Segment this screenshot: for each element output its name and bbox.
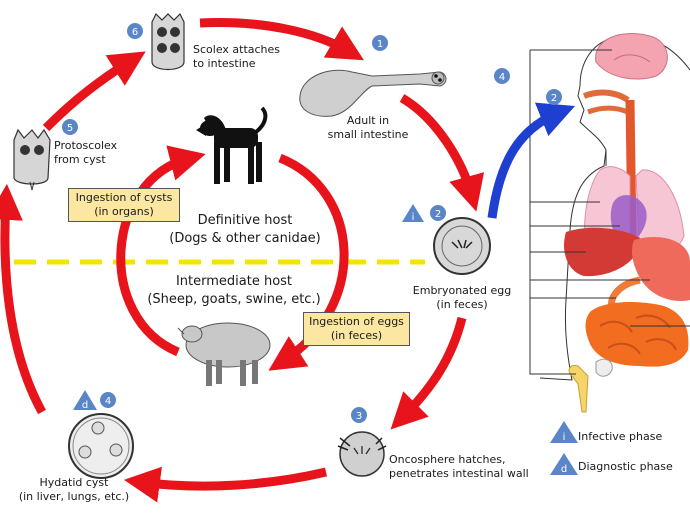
infective-marker-egg-letter: i xyxy=(412,212,415,223)
step-6-number: 6 xyxy=(132,27,138,38)
legend-infective-symbol: i xyxy=(563,432,566,443)
arrow-1-to-2 xyxy=(399,94,485,212)
protoscolex-icon xyxy=(13,128,51,191)
stage-2-label-line1: Embryonated egg xyxy=(413,284,511,297)
step-1-circle xyxy=(372,35,388,51)
ingestion-eggs-box: Ingestion of eggs (in feces) xyxy=(303,312,410,346)
stage-4-label-line1: Hydatid cyst xyxy=(40,476,110,489)
step-5-circle xyxy=(62,119,78,135)
step-2-circle xyxy=(430,205,446,221)
stage-1-label-line2: small intestine xyxy=(328,128,409,141)
stage-6-label-line2: to intestine xyxy=(193,57,256,70)
step-4-number: 4 xyxy=(105,396,111,407)
stage-5-label-line2: from cyst xyxy=(54,153,106,166)
arrow-4-to-5 xyxy=(0,183,46,415)
ingestion-eggs-line1: Ingestion of eggs xyxy=(309,315,404,328)
egg-icon xyxy=(433,217,491,275)
legend-infective-label: Infective phase xyxy=(578,430,662,443)
step-4-circle xyxy=(100,392,116,408)
oncosphere-icon xyxy=(337,431,387,477)
inner-arrow-cysts-to-dog xyxy=(116,145,206,357)
human-anatomy-icon xyxy=(529,33,690,413)
arrow-2-to-3 xyxy=(390,316,467,430)
adult-tapeworm-icon xyxy=(299,69,447,117)
step-1-number: 1 xyxy=(377,39,383,50)
arrow-5-to-6 xyxy=(42,51,146,132)
arrow-3-to-4 xyxy=(123,466,328,503)
human-step-4-number: 4 xyxy=(499,72,505,83)
stage-5-label-line1: Protoscolex xyxy=(54,139,118,152)
scolex-icon xyxy=(151,12,185,71)
intermediate-host-title: Intermediate host xyxy=(176,274,292,289)
stage-3-label-line1: Oncosphere hatches, xyxy=(389,453,505,466)
arrow-egg-to-human xyxy=(487,102,576,219)
legend: i Infective phase d Diagnostic phase xyxy=(550,421,673,475)
definitive-host-subtitle: (Dogs & other canidae) xyxy=(169,231,320,246)
stage-3-label-line2: penetrates intestinal wall xyxy=(389,467,529,480)
legend-diagnostic-symbol: d xyxy=(561,464,567,475)
infective-marker-egg xyxy=(402,204,424,222)
diagnostic-marker-cyst xyxy=(73,390,97,410)
ingestion-cysts-line1: Ingestion of cysts xyxy=(75,191,173,204)
human-step-4-circle xyxy=(494,68,510,84)
diagnostic-marker-cyst-letter: d xyxy=(82,400,88,411)
legend-diagnostic-label: Diagnostic phase xyxy=(578,460,673,473)
ingestion-cysts-box: Ingestion of cysts (in organs) xyxy=(68,188,180,222)
ingestion-cysts-line2: (in organs) xyxy=(94,205,154,218)
step-3-number: 3 xyxy=(356,411,362,422)
stage-2-label-line2: (in feces) xyxy=(436,298,487,311)
step-6-circle xyxy=(127,23,143,39)
dog-icon xyxy=(196,106,268,184)
arrow-6-to-1 xyxy=(199,18,364,61)
stage-1-label-line1: Adult in xyxy=(347,114,389,127)
human-step-2-number: 2 xyxy=(551,93,557,104)
legend-diagnostic-triangle xyxy=(550,453,578,475)
step-5-number: 5 xyxy=(67,123,73,134)
legend-infective-triangle xyxy=(550,421,578,443)
step-2-number: 2 xyxy=(435,209,441,220)
hydatid-cyst-icon xyxy=(68,413,134,479)
ingestion-eggs-line2: (in feces) xyxy=(330,329,383,342)
human-step-2-circle xyxy=(546,89,562,105)
step-3-circle xyxy=(351,407,367,423)
stage-4-label-line2: (in liver, lungs, etc.) xyxy=(19,490,129,503)
intermediate-host-subtitle: (Sheep, goats, swine, etc.) xyxy=(147,292,320,307)
sheep-icon xyxy=(177,322,271,386)
definitive-host-title: Definitive host xyxy=(198,213,293,228)
stage-6-label-line1: Scolex attaches xyxy=(193,43,280,56)
